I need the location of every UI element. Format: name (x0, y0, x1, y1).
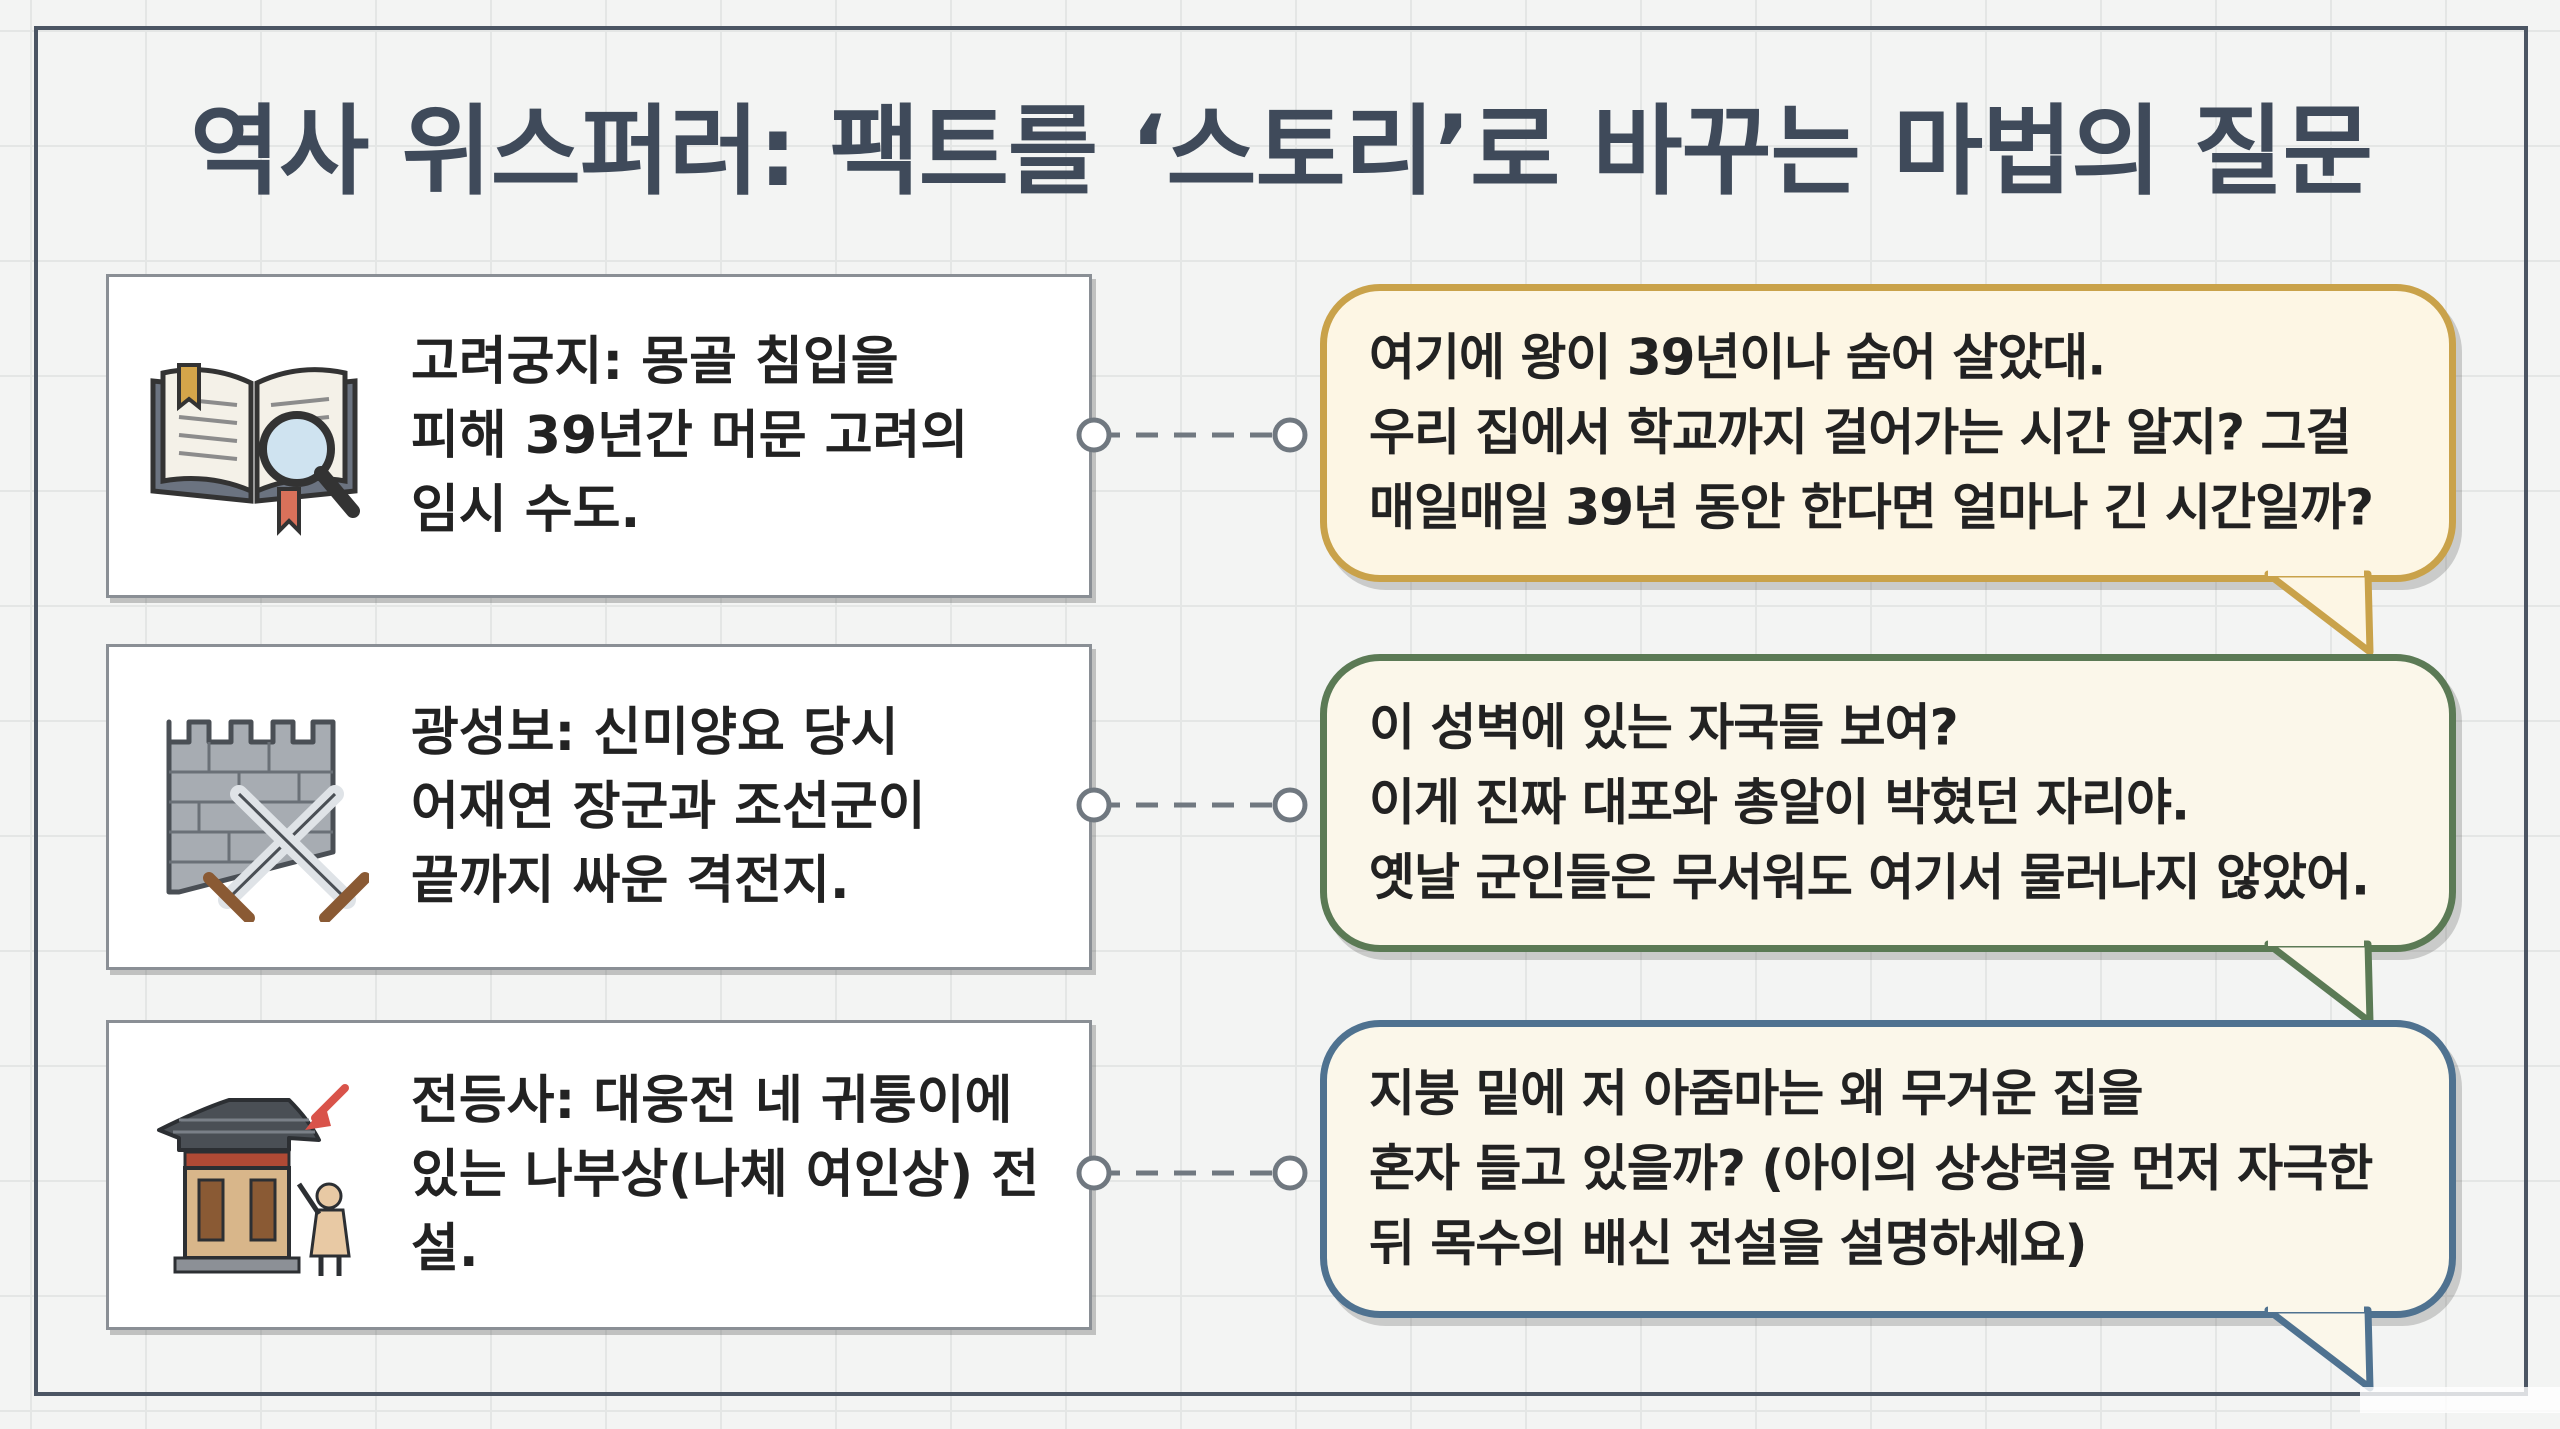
book-magnifier-icon (150, 363, 360, 536)
speech-bubble-question: 지붕 밑에 저 아줌마는 왜 무거운 집을 혼자 들고 있을까? (아이의 상상… (1320, 1020, 2456, 1318)
fact-card-jeondeungsa: 전등사: 대웅전 네 귀퉁이에 있는 나부상(나체 여인상) 전설. (106, 1020, 1092, 1330)
fact-card-goryeo-palace: 고려궁지: 몽골 침입을 피해 39년간 머문 고려의 임시 수도. (106, 274, 1092, 598)
speech-bubble-question: 이 성벽에 있는 자국들 보여? 이게 진짜 대포와 총알이 박혔던 자리야. … (1320, 654, 2456, 952)
connector-line (1076, 787, 1308, 823)
connector-line (1076, 417, 1308, 453)
corner-overlay (2360, 1387, 2560, 1413)
connector-line (1076, 1155, 1308, 1191)
fortress-swords-icon (166, 719, 369, 922)
fact-text: 광성보: 신미양요 당시 어재연 장군과 조선군이 끝까지 싸운 격전지. (411, 703, 926, 911)
fact-text: 전등사: 대웅전 네 귀퉁이에 있는 나부상(나체 여인상) 전설. (411, 1071, 1040, 1279)
page-title: 역사 위스퍼러: 팩트를 ‘스토리’로 바꾸는 마법의 질문 (190, 95, 2373, 209)
question-text: 지붕 밑에 저 아줌마는 왜 무거운 집을 혼자 들고 있을까? (아이의 상상… (1369, 1064, 2373, 1273)
speech-bubble-tail (2264, 1304, 2374, 1392)
speech-bubble-question: 여기에 왕이 39년이나 숨어 살았대. 우리 집에서 학교까지 걸어가는 시간… (1320, 284, 2456, 582)
speech-bubble-tail (2264, 568, 2374, 656)
fact-text: 고려궁지: 몽골 침입을 피해 39년간 머문 고려의 임시 수도. (411, 332, 969, 540)
question-text: 이 성벽에 있는 자국들 보여? 이게 진짜 대포와 총알이 박혔던 자리야. … (1369, 698, 2370, 907)
slide-frame (34, 26, 2528, 1396)
fact-card-gwangseongbo: 광성보: 신미양요 당시 어재연 장군과 조선군이 끝까지 싸운 격전지. (106, 644, 1092, 970)
speech-bubble-tail (2264, 938, 2374, 1026)
question-text: 여기에 왕이 39년이나 숨어 살았대. 우리 집에서 학교까지 걸어가는 시간… (1369, 328, 2374, 537)
temple-statue-icon (157, 1084, 351, 1276)
